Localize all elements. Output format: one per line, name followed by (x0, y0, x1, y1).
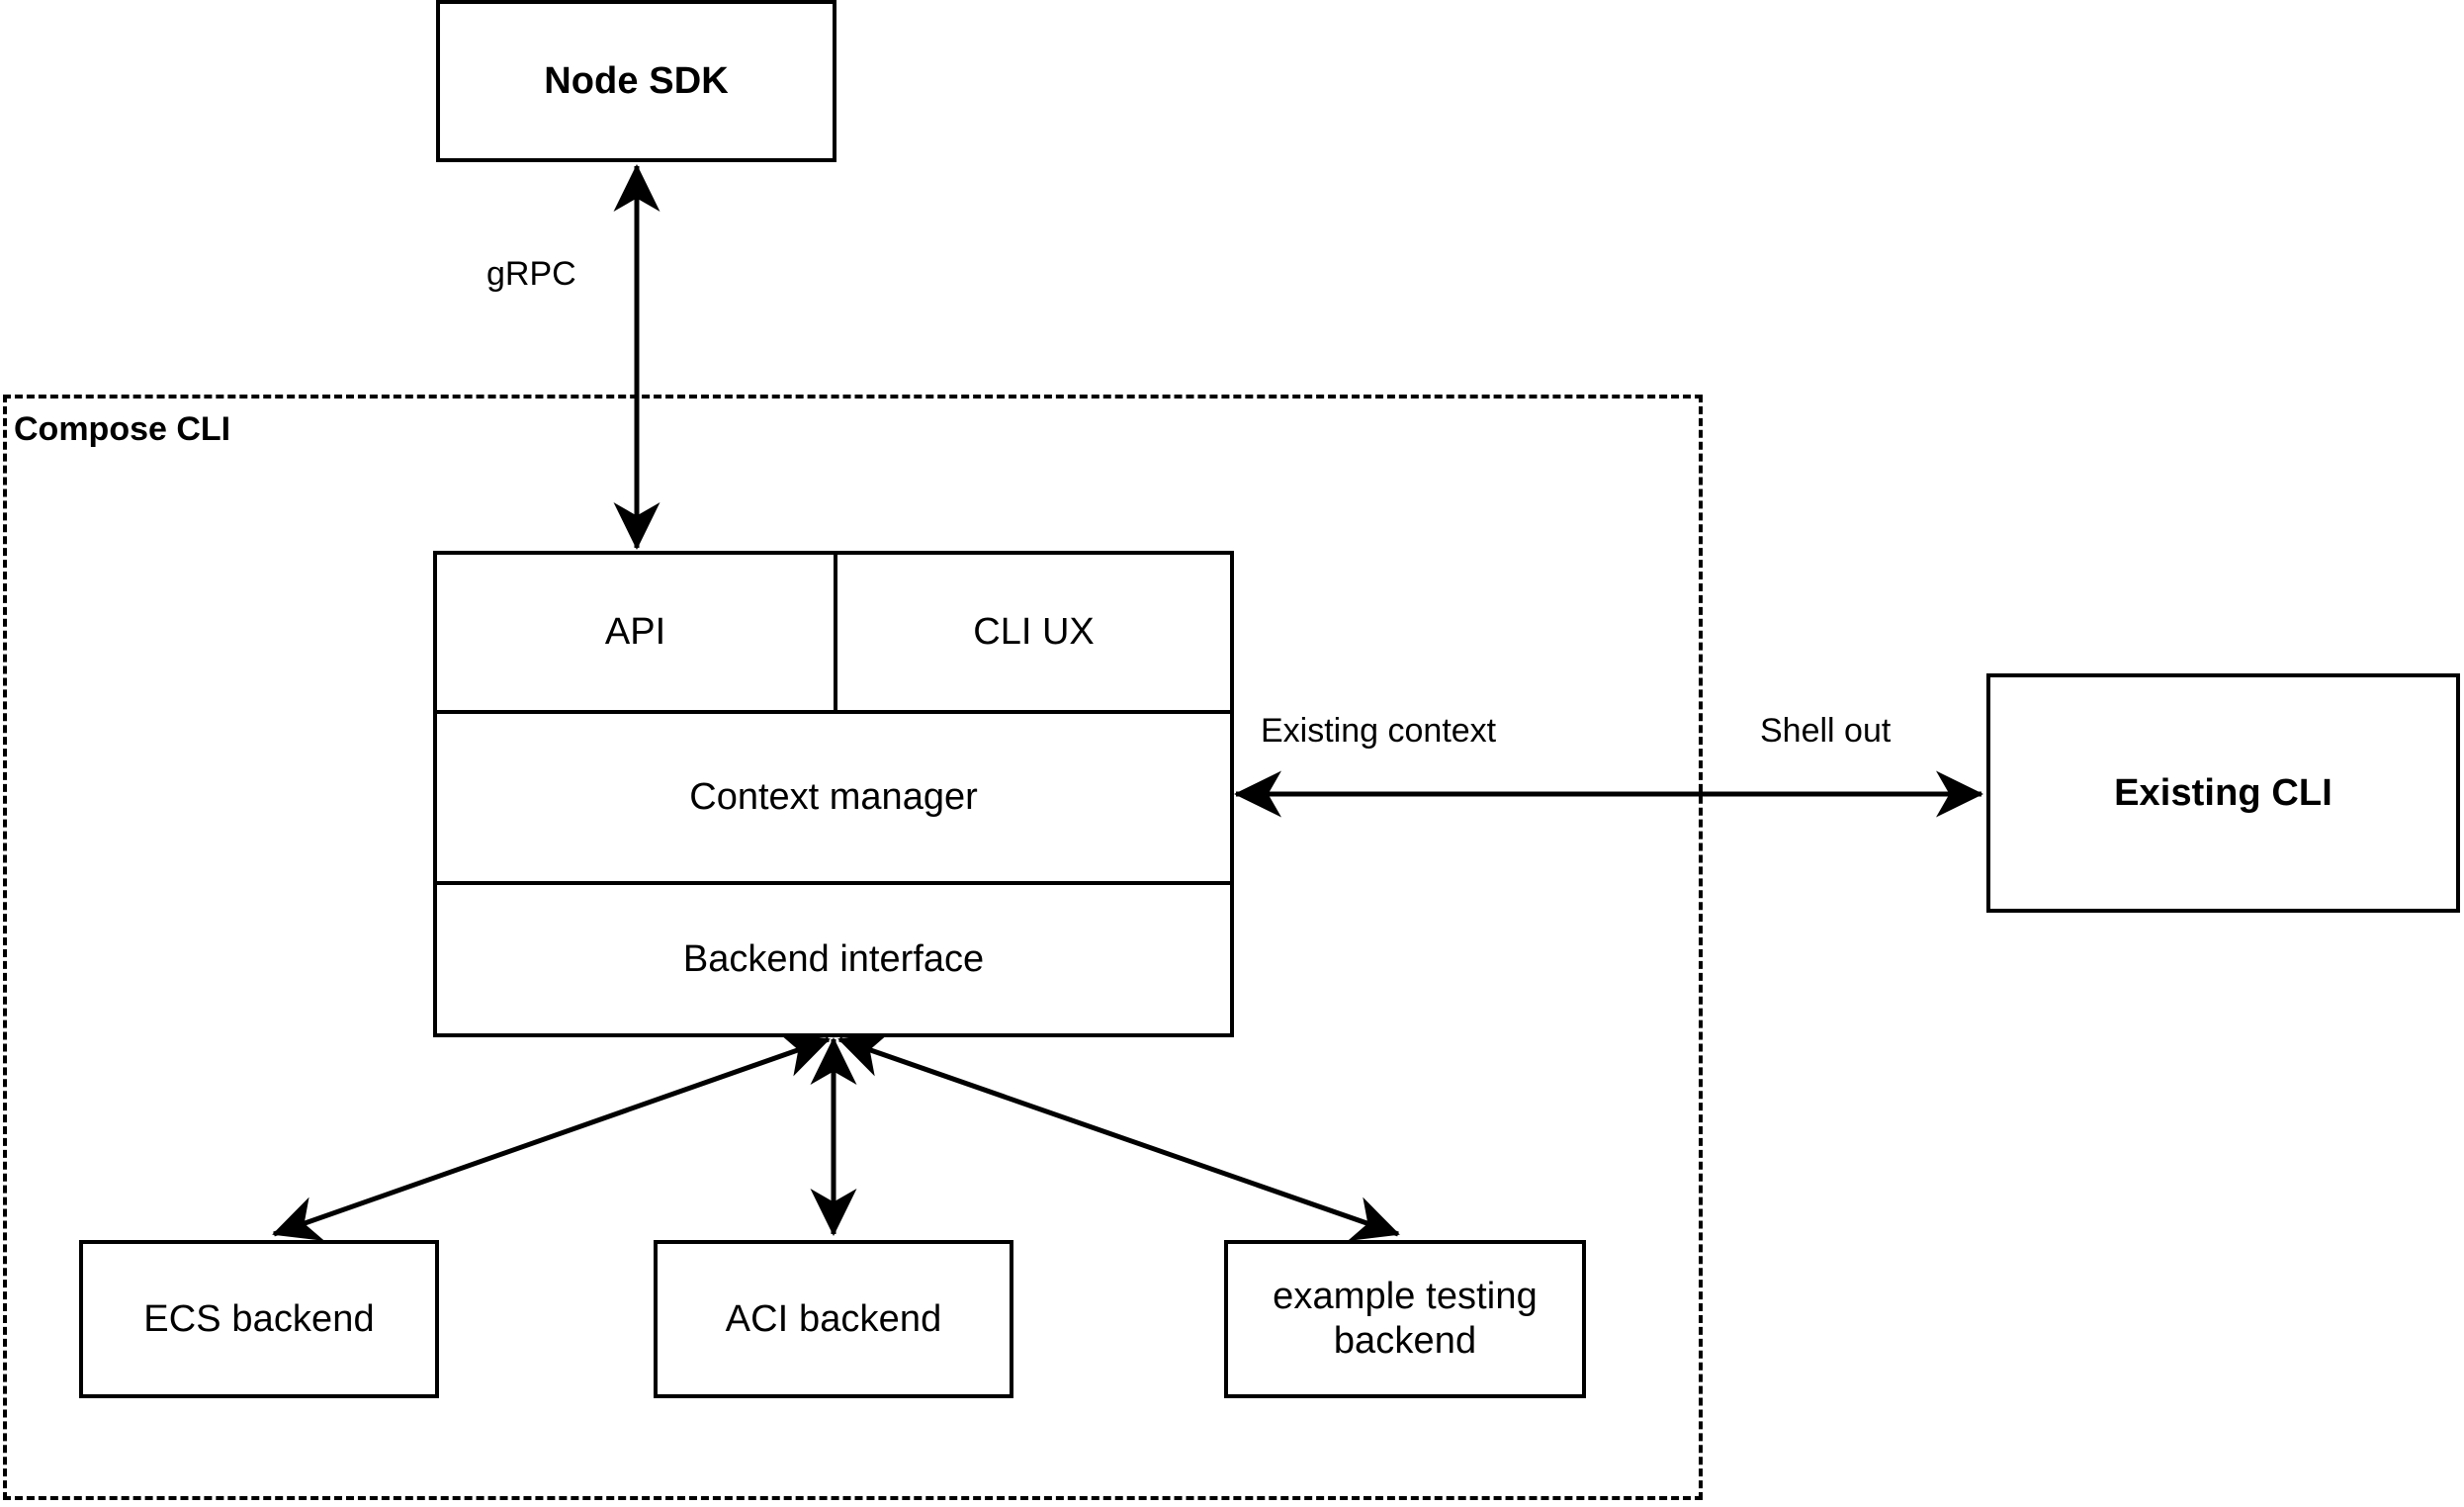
node-example-testing-backend-label: example testing backend (1273, 1276, 1538, 1362)
group-compose-cli (3, 395, 1703, 1500)
node-ecs-backend-label: ECS backend (143, 1297, 375, 1340)
stack-row-backend-interface: Backend interface (437, 881, 1230, 1033)
edge-backend-example-testing (837, 1031, 1400, 1242)
stack-row-top: API CLI UX (437, 555, 1230, 710)
node-aci-backend[interactable]: ACI backend (654, 1240, 1013, 1398)
node-api[interactable]: API (437, 555, 834, 710)
node-existing-cli[interactable]: Existing CLI (1986, 673, 2460, 913)
edge-label-existing-context: Existing context (1261, 712, 1497, 750)
node-api-label: API (604, 611, 666, 653)
node-context-manager[interactable]: Context manager (437, 714, 1230, 881)
stack-row-context-manager: Context manager (437, 710, 1230, 881)
edge-label-grpc: gRPC (486, 255, 576, 293)
node-cli-ux[interactable]: CLI UX (834, 555, 1230, 710)
node-node-sdk[interactable]: Node SDK (436, 0, 836, 162)
node-existing-cli-label: Existing CLI (2114, 771, 2332, 814)
node-backend-interface-label: Backend interface (682, 937, 985, 980)
group-compose-cli-label: Compose CLI (14, 410, 231, 448)
node-node-sdk-label: Node SDK (544, 59, 729, 102)
node-cli-ux-label: CLI UX (973, 611, 1095, 653)
edge-backend-ecs (272, 1032, 831, 1241)
node-context-manager-label: Context manager (689, 776, 978, 818)
node-example-testing-backend[interactable]: example testing backend (1224, 1240, 1586, 1398)
node-ecs-backend[interactable]: ECS backend (79, 1240, 439, 1398)
edge-label-shell-out: Shell out (1760, 712, 1892, 750)
node-backend-interface[interactable]: Backend interface (437, 885, 1230, 1033)
node-aci-backend-label: ACI backend (725, 1297, 942, 1340)
compose-cli-stack: API CLI UX Context manager Backend inter… (433, 551, 1234, 1037)
